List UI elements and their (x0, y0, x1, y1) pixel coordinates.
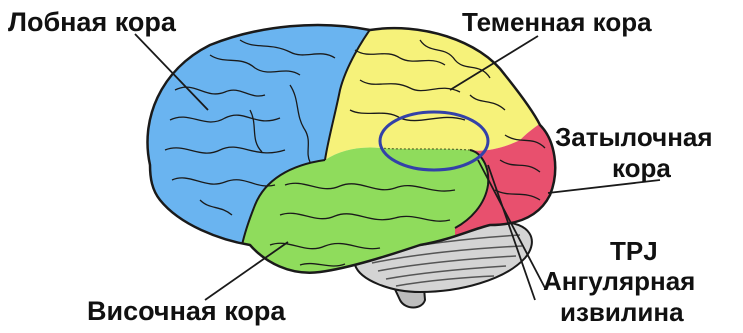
angular-gyrus-label-line1: Ангулярная (543, 268, 695, 294)
temporal-pointer (205, 242, 288, 300)
occipital-cortex-label-line1: Затылочная (555, 124, 713, 150)
tpj-label: TPJ (610, 238, 658, 264)
parietal-cortex-label: Теменная кора (462, 9, 652, 35)
occipital-cortex-label-line2: кора (612, 155, 671, 181)
temporal-cortex-label: Височная кора (87, 298, 285, 325)
frontal-cortex-label: Лобная кора (8, 9, 176, 36)
angular-gyrus-label-line2: извилина (560, 299, 684, 325)
